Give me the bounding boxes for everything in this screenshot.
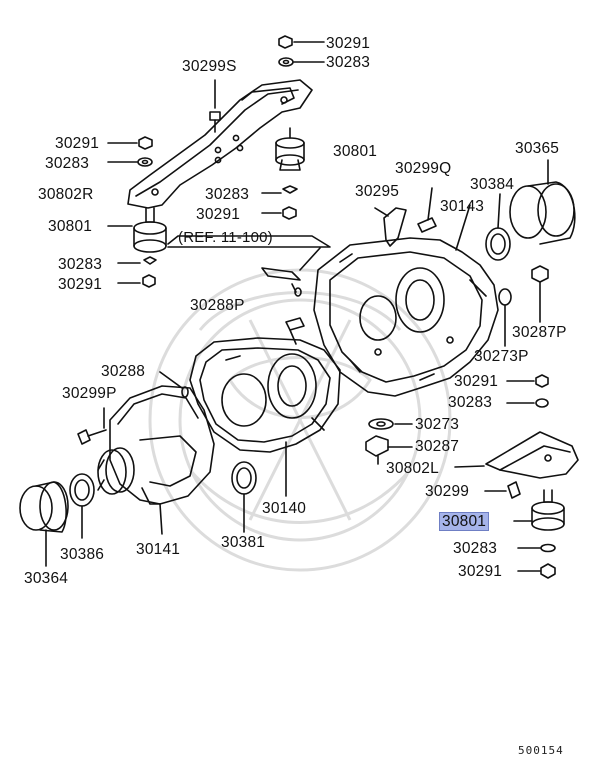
callout-30802L[interactable]: 30802L xyxy=(386,460,439,477)
callout-30291-right[interactable]: 30291 xyxy=(454,373,499,390)
cover-30365 xyxy=(509,159,576,245)
callout-30287P[interactable]: 30287P xyxy=(512,324,567,341)
callout-30143[interactable]: 30143 xyxy=(440,198,485,215)
callout-30283-left[interactable]: 30283 xyxy=(45,155,90,172)
callout-30291-top[interactable]: 30291 xyxy=(326,35,371,52)
callout-30273[interactable]: 30273 xyxy=(415,416,460,433)
crossmember-30802R xyxy=(127,79,313,209)
callout-30141[interactable]: 30141 xyxy=(136,541,181,558)
callout-30291-right2[interactable]: 30291 xyxy=(458,563,503,580)
bracket-30802L xyxy=(454,431,579,499)
bolt-30299S xyxy=(209,79,221,133)
callout-30283-l2[interactable]: 30283 xyxy=(58,256,103,273)
housing-30140 xyxy=(189,317,341,497)
callout-30299P[interactable]: 30299P xyxy=(62,385,117,402)
callout-30273P[interactable]: 30273P xyxy=(474,348,529,365)
ref-label: (REF. 11-100) xyxy=(178,229,273,246)
callout-30386[interactable]: 30386 xyxy=(60,546,105,563)
callout-30802R[interactable]: 30802R xyxy=(38,186,94,203)
callout-30288P[interactable]: 30288P xyxy=(190,297,245,314)
callout-30365[interactable]: 30365 xyxy=(515,140,560,157)
mount-30801-left xyxy=(107,207,167,288)
callout-30140[interactable]: 30140 xyxy=(262,500,307,517)
nut-washer-left xyxy=(107,136,298,220)
callout-30295[interactable]: 30295 xyxy=(355,183,400,200)
callout-30288[interactable]: 30288 xyxy=(101,363,146,380)
callout-30299S[interactable]: 30299S xyxy=(182,58,237,75)
callout-30291-l2[interactable]: 30291 xyxy=(58,276,103,293)
callout-30384[interactable]: 30384 xyxy=(470,176,515,193)
mount-30801-upper xyxy=(275,127,305,171)
callout-30283-right[interactable]: 30283 xyxy=(448,394,493,411)
diagram-code: 500154 xyxy=(518,744,564,757)
callout-30283-mid[interactable]: 30283 xyxy=(205,186,250,203)
callout-30287[interactable]: 30287 xyxy=(415,438,460,455)
seal-30381 xyxy=(231,461,257,533)
cover-30364 xyxy=(19,481,69,567)
bolt-30299P xyxy=(77,407,107,445)
ref-callout-box xyxy=(167,235,331,297)
callout-30801-left[interactable]: 30801 xyxy=(48,218,93,235)
nut-washer-right xyxy=(365,374,549,465)
callout-30291-mid[interactable]: 30291 xyxy=(196,206,241,223)
callout-30364[interactable]: 30364 xyxy=(24,570,69,587)
callout-30299[interactable]: 30299 xyxy=(425,483,470,500)
callout-30299Q[interactable]: 30299Q xyxy=(395,160,452,177)
callout-30291-left[interactable]: 30291 xyxy=(55,135,100,152)
mount-30801-lower xyxy=(513,489,565,579)
callout-30801-selected[interactable]: 30801 xyxy=(439,512,490,531)
housing-30141 xyxy=(97,385,215,535)
pin-30288 xyxy=(159,371,189,398)
seal-30384 xyxy=(485,193,511,261)
nut-washer-top xyxy=(278,35,325,67)
bracket-30295 xyxy=(374,187,437,247)
transfer-case-30143 xyxy=(313,204,499,397)
callout-30381[interactable]: 30381 xyxy=(221,534,266,551)
callout-30801-upper[interactable]: 30801 xyxy=(333,143,378,160)
callout-30283-right2[interactable]: 30283 xyxy=(453,540,498,557)
callout-30283-top[interactable]: 30283 xyxy=(326,54,371,71)
plug-30287P xyxy=(498,265,549,347)
seal-30386 xyxy=(69,473,95,539)
